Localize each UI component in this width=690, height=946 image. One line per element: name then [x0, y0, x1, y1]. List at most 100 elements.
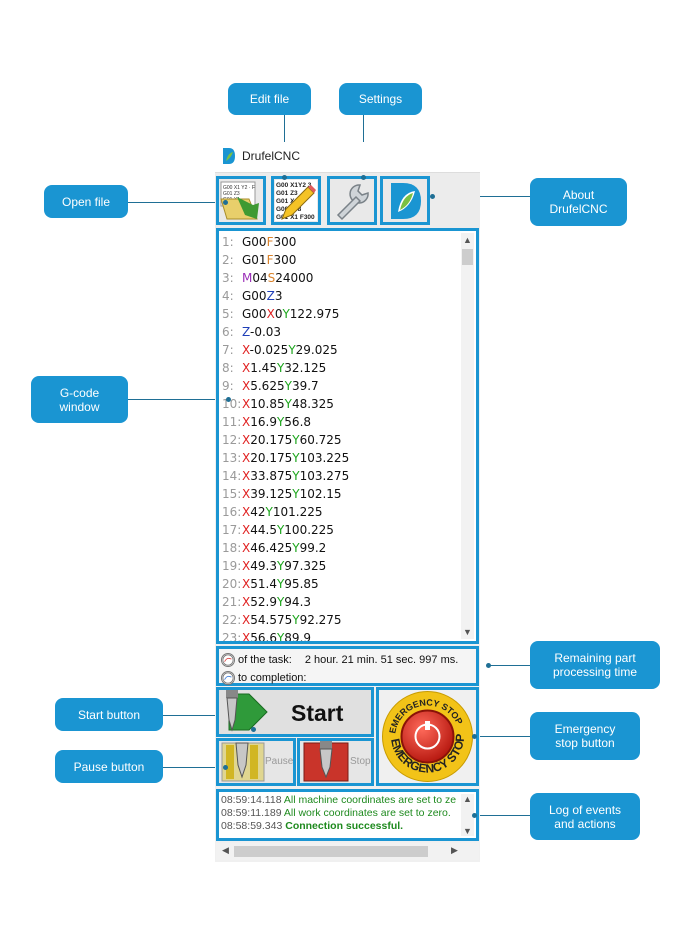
gcode-line[interactable]: 14:X33.875Y103.275 — [222, 467, 460, 485]
gcode-line[interactable]: 4:G00Z3 — [222, 287, 460, 305]
gcode-line[interactable]: 5:G00X0Y122.975 — [222, 305, 460, 323]
gcode-token: Y — [276, 577, 285, 591]
drufel-logo-icon — [391, 183, 421, 219]
gcode-token: 04 — [252, 271, 268, 285]
about-button[interactable] — [380, 176, 430, 225]
gcode-token: 52.9 — [250, 595, 277, 609]
log-scrollbar[interactable]: ▲ ▼ — [461, 794, 474, 836]
gcode-scrollbar[interactable]: ▲ ▼ — [461, 233, 474, 639]
connector-pause — [163, 767, 225, 768]
gcode-token: Y — [276, 595, 285, 609]
log-scroll-down-icon[interactable]: ▼ — [463, 826, 472, 836]
pause-button[interactable]: Pause — [216, 738, 296, 786]
gcode-token: 29.025 — [295, 343, 338, 357]
stop-label: Stop — [350, 756, 371, 767]
emergency-stop-button[interactable]: EMERGENCY STOP EMERGENCY STOP — [376, 687, 479, 786]
connector-dot-gcode — [226, 397, 231, 402]
gcode-line[interactable]: 12:X20.175Y60.725 — [222, 431, 460, 449]
horizontal-scroll-thumb[interactable] — [234, 846, 428, 857]
connector-start — [163, 715, 253, 716]
gcode-line-number: 8: — [222, 361, 234, 375]
gcode-line[interactable]: 13:X20.175Y103.225 — [222, 449, 460, 467]
gcode-line[interactable]: 22:X54.575Y92.275 — [222, 611, 460, 629]
gcode-token: Y — [292, 613, 300, 627]
gcode-token: Z — [266, 289, 275, 303]
gcode-line[interactable]: 11:X16.9Y56.8 — [222, 413, 460, 431]
gcode-token: 95.85 — [284, 577, 319, 591]
scroll-right-icon[interactable]: ▶ — [451, 845, 458, 855]
open-file-button[interactable]: G00 X1 Y2 · F G01 Z3 G01 X1 — [216, 176, 266, 225]
gcode-line[interactable]: 20:X51.4Y95.85 — [222, 575, 460, 593]
gcode-token: 20.175 — [250, 433, 293, 447]
gcode-token: 122.975 — [289, 307, 340, 321]
gcode-line[interactable]: 18:X46.425Y99.2 — [222, 539, 460, 557]
log-message: All machine coordinates are set to ze — [283, 794, 457, 806]
gcode-token: Y — [292, 541, 300, 555]
gcode-line-number: 2: — [222, 253, 234, 267]
gcode-token: X — [242, 631, 251, 644]
svg-text:G01 X4: G01 X4 — [276, 198, 298, 205]
gcode-token: Y — [276, 361, 285, 375]
gcode-token: -0.03 — [250, 325, 282, 339]
gcode-line[interactable]: 9:X5.625Y39.7 — [222, 377, 460, 395]
connector-open — [128, 202, 225, 203]
gcode-line[interactable]: 2:G01F300 — [222, 251, 460, 269]
callout-settings: Settings — [339, 83, 422, 115]
gcode-token: 54.575 — [250, 613, 293, 627]
settings-button[interactable] — [327, 176, 377, 225]
gcode-token: Z — [242, 325, 251, 339]
gcode-line[interactable]: 8:X1.45Y32.125 — [222, 359, 460, 377]
gcode-token: 103.275 — [299, 469, 350, 483]
gcode-line[interactable]: 1:G00F300 — [222, 233, 460, 251]
gcode-line[interactable]: 15:X39.125Y102.15 — [222, 485, 460, 503]
gcode-line[interactable]: 10:X10.85Y48.325 — [222, 395, 460, 413]
log-horizontal-scrollbar[interactable]: ◀ ▶ — [216, 843, 479, 860]
stop-button[interactable]: Stop — [297, 738, 374, 786]
gcode-line-number: 19: — [222, 559, 242, 573]
gcode-line[interactable]: 23:X56.6Y89.9 — [222, 629, 460, 644]
callout-start-button: Start button — [55, 698, 163, 731]
gcode-token: X — [242, 541, 251, 555]
remaining-time-panel: of the task: 2 hour. 21 min. 51 sec. 997… — [216, 646, 479, 686]
open-file-icon: G00 X1 Y2 · F G01 Z3 G01 X1 — [220, 181, 259, 220]
clock-icon — [221, 653, 235, 667]
stop-icon — [303, 741, 349, 782]
svg-text:G01 Z3: G01 Z3 — [276, 190, 298, 197]
log-entry: 08:58:59.343 Connection successful. — [221, 820, 461, 833]
gcode-line-number: 17: — [222, 523, 242, 537]
gcode-token: 60.725 — [299, 433, 342, 447]
callout-open-file: Open file — [44, 185, 128, 218]
start-icon — [219, 690, 279, 734]
gcode-line-number: 20: — [222, 577, 242, 591]
gcode-token: 39.125 — [250, 487, 293, 501]
gcode-line[interactable]: 19:X49.3Y97.325 — [222, 557, 460, 575]
gcode-line[interactable]: 3:M04S24000 — [222, 269, 460, 287]
scroll-up-icon[interactable]: ▲ — [463, 235, 472, 245]
scroll-down-icon[interactable]: ▼ — [463, 627, 472, 637]
edit-file-button[interactable]: G00 X1Y2 3 G01 Z3 G01 X4 G00 Z38 G01 X1 … — [271, 176, 321, 225]
gcode-line[interactable]: 7:X-0.025Y29.025 — [222, 341, 460, 359]
log-timestamp: 08:59:11.189 — [221, 807, 284, 819]
gcode-token: 103.225 — [299, 451, 350, 465]
gcode-token: 92.275 — [299, 613, 342, 627]
gcode-line[interactable]: 21:X52.9Y94.3 — [222, 593, 460, 611]
gcode-token: X — [242, 469, 251, 483]
gcode-line[interactable]: 6:Z-0.03 — [222, 323, 460, 341]
event-log[interactable]: 08:59:14.118 All machine coordinates are… — [216, 789, 479, 841]
gcode-line-number: 22: — [222, 613, 242, 627]
start-button[interactable]: Start — [216, 687, 374, 737]
scroll-left-icon[interactable]: ◀ — [222, 845, 229, 855]
scroll-thumb[interactable] — [462, 249, 473, 265]
gcode-line[interactable]: 16:X42Y101.225 — [222, 503, 460, 521]
gcode-token: Y — [265, 505, 273, 519]
gcode-token: F — [266, 253, 274, 267]
gcode-token: X — [242, 397, 251, 411]
gcode-line[interactable]: 17:X44.5Y100.225 — [222, 521, 460, 539]
gcode-token: 33.875 — [250, 469, 293, 483]
connector-dot-settings — [361, 175, 366, 180]
gcode-token: X — [242, 523, 251, 537]
callout-edit-file: Edit file — [228, 83, 311, 115]
log-scroll-up-icon[interactable]: ▲ — [463, 794, 472, 804]
log-timestamp: 08:58:59.343 — [221, 820, 286, 832]
